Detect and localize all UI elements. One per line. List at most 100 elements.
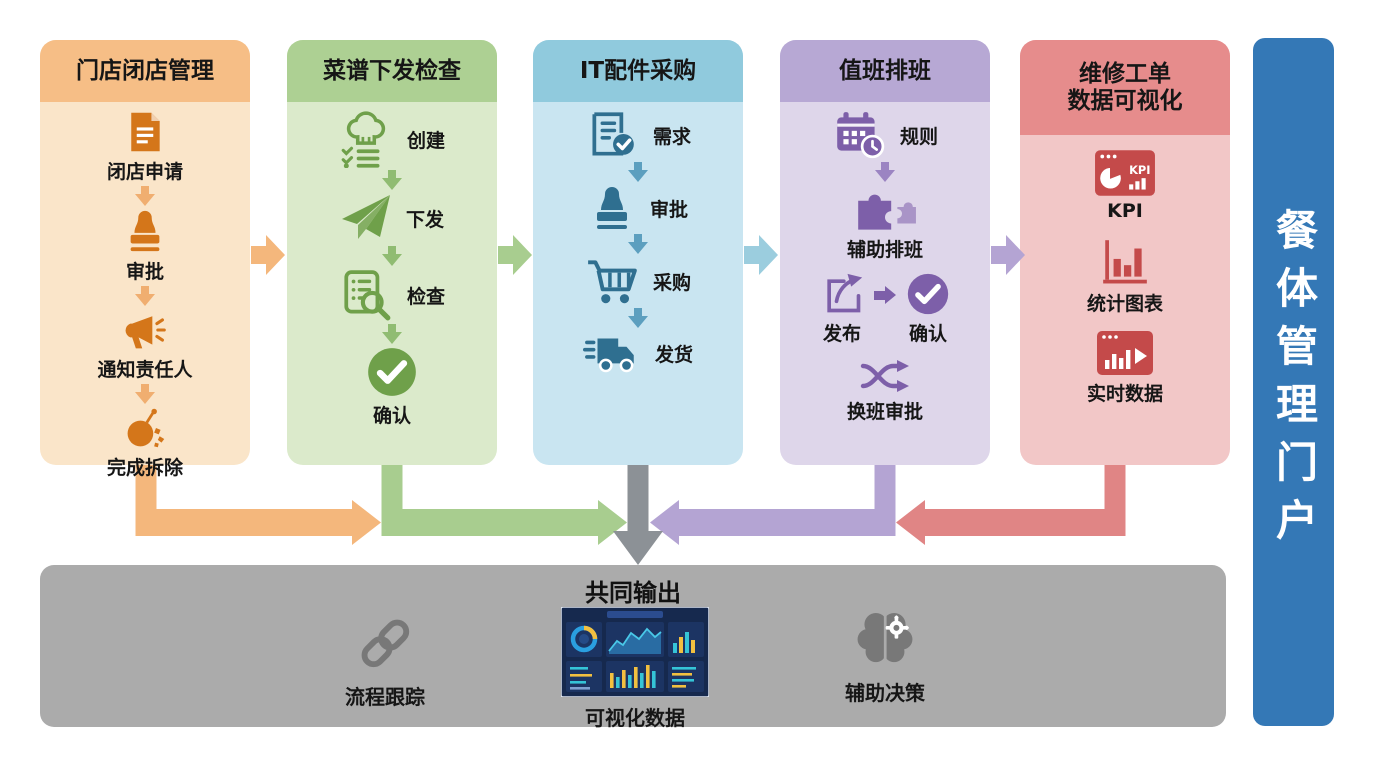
step: 审批: [588, 184, 688, 232]
step-label: 创建: [406, 129, 445, 152]
step: 确认: [366, 346, 418, 428]
brain-gear-icon: [853, 605, 917, 669]
common-output-panel: 共同输出 流程跟踪 可视化数据 辅助决策: [40, 565, 1226, 730]
right-chevron-arrow-icon: [991, 233, 1025, 277]
output-item: 辅助决策: [785, 605, 985, 706]
step: 发布: [820, 272, 864, 346]
step: 发货: [583, 330, 693, 376]
down-arrow-icon: [134, 286, 156, 306]
column-store-closure: 门店闭店管理 闭店申请 审批 通知责任人 完成拆除: [40, 40, 250, 479]
wrecking-ball-icon: [122, 406, 168, 450]
column-title: 维修工单 数据可视化: [1020, 40, 1230, 135]
output-title: 共同输出: [585, 579, 681, 607]
flow-arrow-down-to-output: [613, 465, 663, 565]
output-item-label: 辅助决策: [845, 681, 925, 705]
bar-chart-icon: [1099, 236, 1151, 286]
step-label: 发布: [822, 323, 861, 345]
step-label: 完成拆除: [106, 457, 183, 479]
column-duty-scheduling: 值班排班 规则 辅助排班 发布 确认: [780, 40, 990, 465]
column-it-procurement: IT配件采购 需求 审批 采购 发货: [533, 40, 743, 465]
column-steps: KPI 统计图表 实时数据: [1020, 135, 1230, 412]
step-label: 确认: [908, 323, 947, 345]
step-label: 统计图表: [1086, 293, 1163, 315]
step-label: 审批: [125, 261, 164, 283]
realtime-window-icon: [1096, 330, 1154, 376]
flow-arrow-col5-merge: [896, 465, 1126, 545]
column-steps: 创建 下发 检查 确认: [287, 102, 497, 434]
portal-sidebar: 餐体管理门户: [1253, 38, 1334, 726]
delivery-truck-icon: [583, 330, 641, 376]
step-label: 审批: [649, 198, 688, 221]
step: 创建: [339, 110, 445, 168]
down-arrow-icon: [134, 384, 156, 404]
output-item: 可视化数据: [535, 607, 735, 731]
down-arrow-icon: [381, 246, 403, 266]
right-arrow-icon: [874, 286, 896, 304]
down-arrow-icon: [874, 162, 896, 182]
down-arrow-icon: [381, 170, 403, 190]
flow-arrow-col4-merge: [650, 465, 896, 545]
puzzle-icon: [852, 184, 918, 232]
portal-title: 餐体管理门户: [1269, 208, 1319, 556]
step: 完成拆除: [107, 406, 183, 480]
column-steps: 需求 审批 采购 发货: [533, 102, 743, 382]
down-arrow-icon: [627, 308, 649, 328]
check-circle-icon: [366, 346, 418, 398]
down-arrow-icon: [381, 324, 403, 344]
column-repair-visualization: 维修工单 数据可视化 KPI 统计图表 实时数据: [1020, 40, 1230, 465]
link-icon: [355, 613, 415, 673]
kpi-window-icon: [1094, 149, 1156, 197]
step-label: 实时数据: [1086, 383, 1163, 405]
down-arrow-icon: [134, 186, 156, 206]
right-chevron-arrow-icon: [251, 233, 285, 277]
step-label: 下发: [405, 208, 444, 231]
output-item-label: 流程跟踪: [345, 685, 425, 709]
document-icon: [123, 110, 167, 154]
column-recipe-check: 菜谱下发检查 创建 下发 检查 确认: [287, 40, 497, 465]
shuffle-icon: [859, 358, 911, 394]
publish-confirm-group: 发布 确认: [820, 272, 950, 346]
output-item-label: 可视化数据: [585, 706, 685, 730]
document-search-icon: [339, 268, 393, 322]
column-steps: 规则 辅助排班 发布 确认 换班审批: [780, 102, 990, 430]
stamp-icon: [588, 184, 636, 232]
step-label: 确认: [372, 405, 411, 427]
step: 下发: [340, 192, 444, 244]
step: 统计图表: [1087, 236, 1163, 316]
step: 实时数据: [1087, 330, 1163, 406]
dashboard-preview-image: [561, 607, 709, 697]
step-label: 闭店申请: [106, 161, 183, 183]
step: 换班审批: [847, 358, 923, 424]
step-label: 发货: [654, 343, 693, 366]
right-chevron-arrow-icon: [498, 233, 532, 277]
step-label: 辅助排班: [846, 239, 923, 261]
column-title: IT配件采购: [533, 40, 743, 102]
step: 辅助排班: [847, 184, 923, 262]
step-label: 换班审批: [846, 401, 923, 423]
shopping-cart-icon: [585, 256, 639, 306]
step: 确认: [906, 272, 950, 346]
right-chevron-arrow-icon: [744, 233, 778, 277]
step: 闭店申请: [107, 110, 183, 184]
output-item: 流程跟踪: [285, 613, 485, 710]
step-label: 通知责任人: [97, 359, 193, 381]
step: 需求: [585, 110, 691, 160]
step-label: KPI: [1107, 200, 1143, 222]
paper-plane-icon: [340, 192, 392, 244]
document-check-icon: [585, 110, 639, 160]
step-label: 采购: [652, 271, 691, 294]
down-arrow-icon: [627, 234, 649, 254]
step: 采购: [585, 256, 691, 306]
step-label: 需求: [652, 125, 691, 148]
step: 审批: [122, 208, 168, 284]
column-title: 菜谱下发检查: [287, 40, 497, 102]
step: 规则: [832, 110, 938, 160]
check-circle-icon: [906, 272, 950, 316]
step: KPI: [1094, 149, 1156, 222]
column-title: 门店闭店管理: [40, 40, 250, 102]
share-icon: [820, 272, 864, 316]
step-label: 规则: [899, 125, 938, 148]
column-title: 值班排班: [780, 40, 990, 102]
stamp-icon: [122, 208, 168, 254]
